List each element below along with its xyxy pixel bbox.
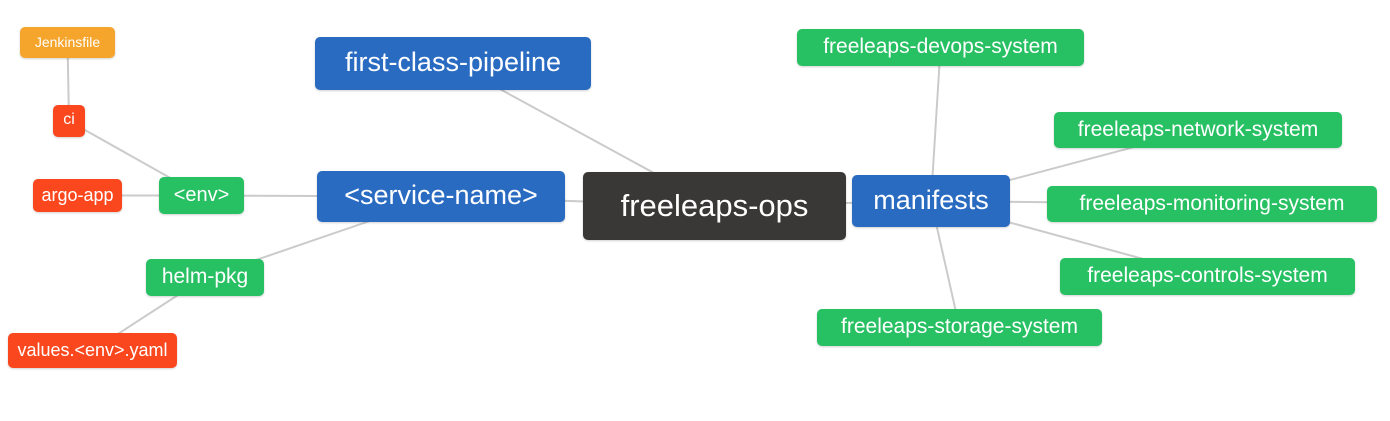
node-env[interactable]: <env> — [159, 177, 244, 214]
node-label: helm-pkg — [161, 265, 249, 288]
node-label: freeleaps-ops — [620, 187, 809, 223]
node-jenkinsfile[interactable]: Jenkinsfile — [20, 27, 115, 58]
node-label: values.<env>.yaml — [17, 339, 168, 360]
node-label: first-class-pipeline — [344, 47, 562, 77]
node-ci[interactable]: ci — [53, 105, 85, 137]
node-freeleaps-devops-system[interactable]: freeleaps-devops-system — [797, 29, 1084, 66]
node-label: <service-name> — [344, 180, 538, 210]
node-first-class-pipeline[interactable]: first-class-pipeline — [315, 37, 591, 90]
node-label: freeleaps-network-system — [1077, 117, 1319, 141]
node-label: <env> — [173, 183, 230, 206]
node-manifests[interactable]: manifests — [852, 175, 1010, 227]
node-freeleaps-network-system[interactable]: freeleaps-network-system — [1054, 112, 1342, 148]
node-freeleaps-controls-system[interactable]: freeleaps-controls-system — [1060, 258, 1355, 295]
node-freeleaps-monitoring-system[interactable]: freeleaps-monitoring-system — [1047, 186, 1377, 222]
node-freeleaps-ops[interactable]: freeleaps-ops — [583, 172, 846, 240]
node-label: argo-app — [41, 184, 114, 205]
node-argo-app[interactable]: argo-app — [33, 179, 122, 212]
node-label: freeleaps-storage-system — [841, 315, 1078, 338]
node-label: Jenkinsfile — [34, 33, 101, 50]
node-helm-pkg[interactable]: helm-pkg — [146, 259, 264, 296]
node-label: manifests — [873, 184, 989, 215]
node-service-name[interactable]: <service-name> — [317, 171, 565, 222]
node-label: ci — [63, 111, 75, 128]
node-label: freeleaps-controls-system — [1087, 264, 1328, 287]
node-label: freeleaps-monitoring-system — [1079, 191, 1345, 215]
node-values-env-yaml[interactable]: values.<env>.yaml — [8, 333, 177, 368]
node-freeleaps-storage-system[interactable]: freeleaps-storage-system — [817, 309, 1102, 346]
node-label: freeleaps-devops-system — [823, 35, 1058, 58]
